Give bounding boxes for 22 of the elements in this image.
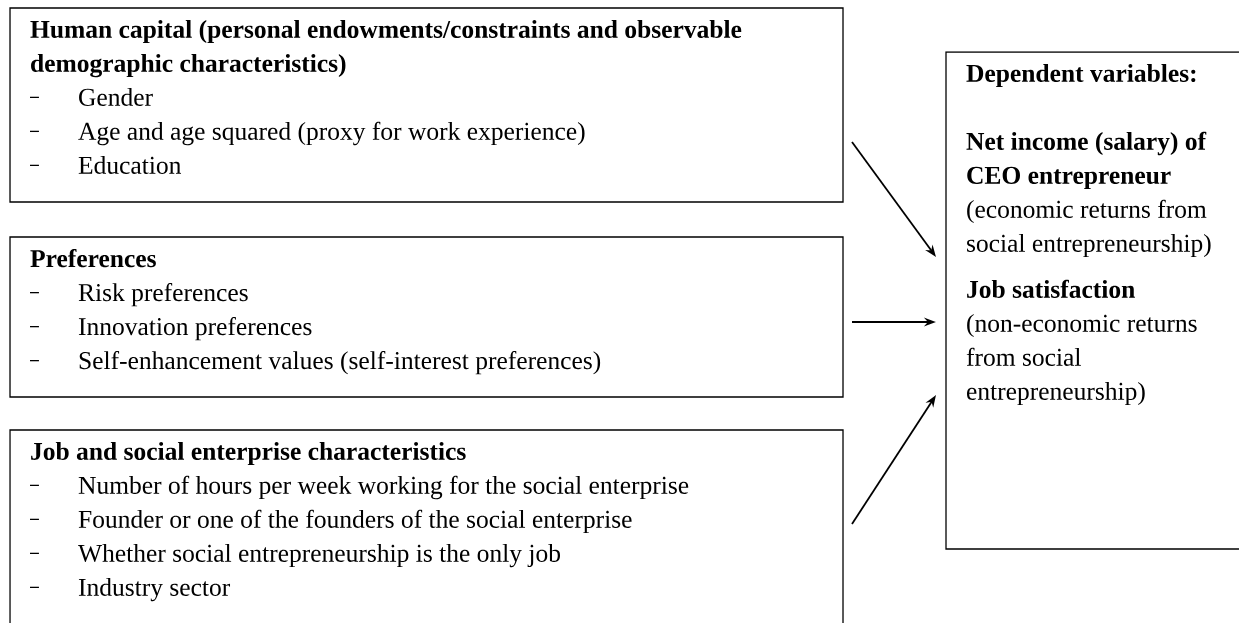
variable-note: (non-economic returns from social entrepreneurship) xyxy=(966,314,1197,406)
text-box xyxy=(9,236,844,398)
list-item: Number of hours per week working for the social enterprise xyxy=(78,475,689,500)
list-item: Founder or one of the founders of the social enterprise xyxy=(78,509,632,534)
text-box xyxy=(9,7,844,203)
list-item: Self-enhancement values (self-interest preferences) xyxy=(79,351,601,375)
variable-heading: Net income (salary) of CEO entrepreneur xyxy=(966,131,1207,190)
box-heading: Job and social enterprise characteristics xyxy=(31,442,466,466)
variable-heading: Job satisfaction xyxy=(967,279,1135,298)
box-heading: Preferences xyxy=(30,249,156,268)
list-item: Industry sector xyxy=(78,578,230,602)
text-box xyxy=(9,429,844,623)
list-item: Whether social entrepreneurship is the only job xyxy=(78,544,560,568)
variable-heading: Dependent variables: xyxy=(966,64,1196,88)
list-item: Education xyxy=(78,156,181,174)
list-item: Innovation preferences xyxy=(78,317,312,341)
variable-note: (economic returns from social entrepreneurship) xyxy=(967,199,1211,258)
list-item: Age and age squared (proxy for work experience) xyxy=(78,121,585,146)
text-box xyxy=(945,51,1239,550)
list-item: Gender xyxy=(79,88,153,106)
box-heading: Human capital (personal endowments/constraints and observable demographic characteristics) xyxy=(30,20,742,78)
list-item: Risk preferences xyxy=(78,283,248,307)
